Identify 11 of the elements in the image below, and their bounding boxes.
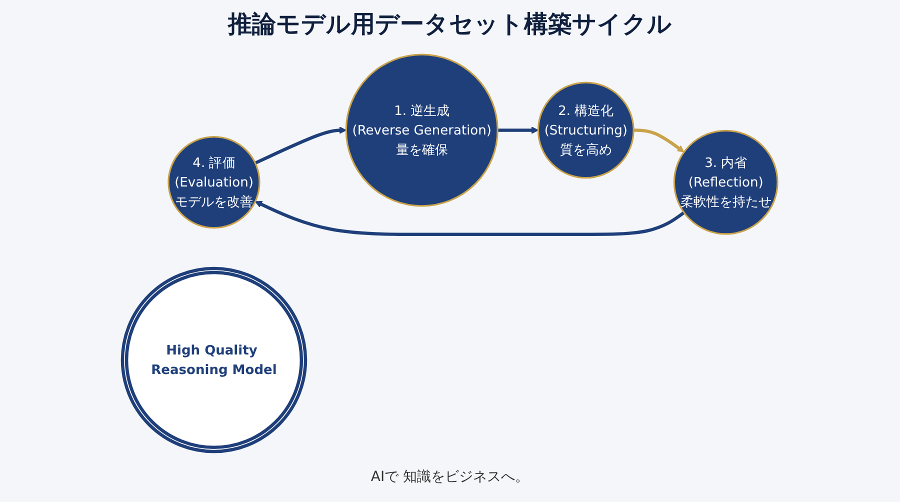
arrow xyxy=(254,200,685,236)
tagline-text: AIで 知識をビジネスへ。 xyxy=(370,469,530,485)
arrow xyxy=(634,128,684,152)
node-circle: High Quality Reasoning Model xyxy=(120,266,308,454)
arrow xyxy=(498,126,539,134)
node-circle: 2. 構造化 (Structuring) 質を高め xyxy=(537,82,634,179)
arrow xyxy=(254,126,346,165)
node-circle: 4. 評価 (Evaluation) モデルを改善 xyxy=(168,136,260,229)
node-circle: 1. 逆生成 (Reverse Generation) 量を確保 xyxy=(345,54,498,207)
node-circle: 3. 内省 (Reflection) 柔軟性を持たせ xyxy=(673,130,778,235)
diagram-title: 推論モデル用データセット構築サイクル xyxy=(226,9,673,40)
